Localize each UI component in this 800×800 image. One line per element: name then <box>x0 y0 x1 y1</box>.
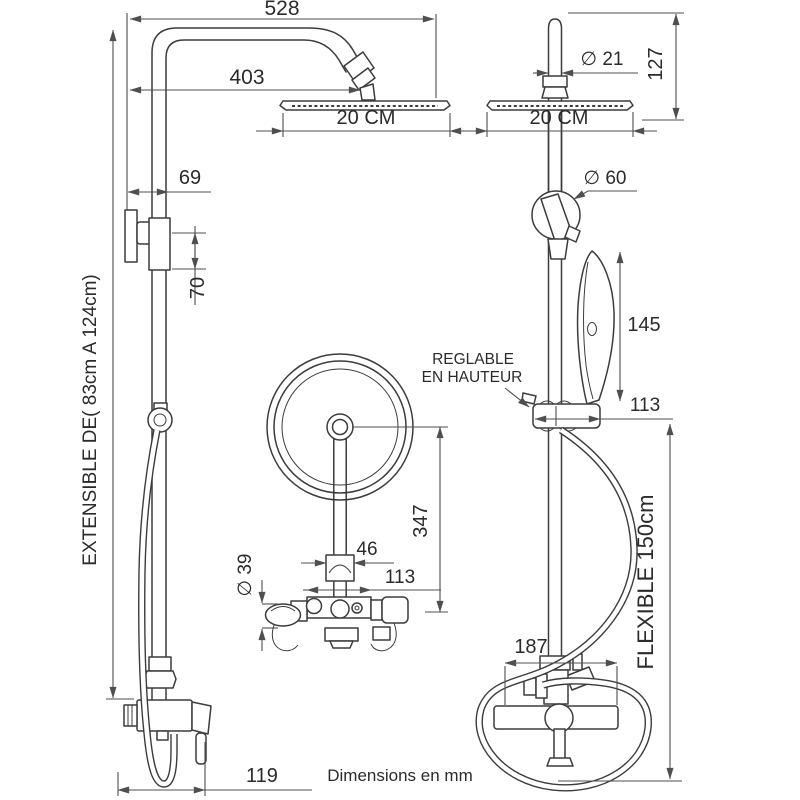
riser-pipe-side <box>151 27 362 701</box>
top-view-dimensions: 347 46 113 ∅ 39 <box>235 426 448 651</box>
label-reglable-1: REGLABLE <box>432 351 514 368</box>
hand-shower-hose-side <box>138 429 178 788</box>
dim-69: 69 <box>179 167 201 189</box>
arm-connector <box>343 51 376 101</box>
slider-flag <box>521 392 537 405</box>
mixer-top <box>264 554 409 652</box>
hose-connector-ring <box>147 402 173 433</box>
dim-diameter-21: ∅ 21 <box>581 49 624 70</box>
label-reglable-2: EN HAUTEUR <box>422 369 523 386</box>
spout-top <box>324 627 359 642</box>
pipe-nuts-front <box>541 75 569 99</box>
right-hose-hook <box>370 622 397 652</box>
side-view-dimensions: 528 403 20 CM 69 70 EXTENSIBLE DE( 83cm … <box>80 0 477 796</box>
shower-holder <box>531 190 581 260</box>
dim-187: 187 <box>514 636 547 658</box>
dim-145: 145 <box>627 314 660 336</box>
dim-113-top: 113 <box>385 567 415 588</box>
wall-bracket <box>124 209 171 271</box>
label-extensible: EXTENSIBLE DE( 83cm A 124cm) <box>80 274 101 565</box>
pipe-collar-top <box>325 554 355 582</box>
side-view: 528 403 20 CM 69 70 EXTENSIBLE DE( 83cm … <box>80 0 477 796</box>
dim-347: 347 <box>410 504 432 537</box>
overhead-shower-front <box>486 100 634 197</box>
head-hub <box>326 413 354 441</box>
valve-lever <box>195 732 207 765</box>
dim-diameter-39: ∅ 39 <box>235 554 256 597</box>
dim-46: 46 <box>356 539 377 560</box>
riser-pipe-front <box>547 18 563 657</box>
overhead-shower-side <box>279 100 451 111</box>
reglable-leader <box>504 387 530 408</box>
handshower-button <box>587 322 597 336</box>
dim-20cm-front: 20 CM <box>530 107 589 129</box>
dim-20cm-side: 20 CM <box>337 107 396 129</box>
dim-119: 119 <box>246 765 278 787</box>
right-handle-top <box>381 596 409 624</box>
valve-handle <box>191 701 212 735</box>
shower-hose-front <box>475 426 652 792</box>
footer-note: Dimensions en mm <box>327 766 473 785</box>
dim-113-front: 113 <box>630 395 660 416</box>
dim-70: 70 <box>187 277 209 299</box>
dim-diameter-60: ∅ 60 <box>584 168 627 189</box>
dim-127: 127 <box>645 47 667 80</box>
top-view: 347 46 113 ∅ 39 <box>235 353 448 652</box>
pipe-elbow-top <box>330 599 350 619</box>
front-view-dimensions: ∅ 21 127 20 CM ∅ 60 145 REGLABLE EN HAUT… <box>422 12 684 782</box>
hand-shower <box>576 250 615 405</box>
mixer-valve-side <box>123 656 212 765</box>
dim-528: 528 <box>264 0 299 20</box>
left-handle-top <box>264 603 302 627</box>
label-flexible: FLEXIBLE 150cm <box>633 495 658 670</box>
dim-403: 403 <box>229 66 264 89</box>
left-hose-hook <box>271 624 299 652</box>
front-view: ∅ 21 127 20 CM ∅ 60 145 REGLABLE EN HAUT… <box>422 12 684 792</box>
faucet-knob <box>544 703 574 733</box>
mixer-faucet-front <box>493 653 619 767</box>
